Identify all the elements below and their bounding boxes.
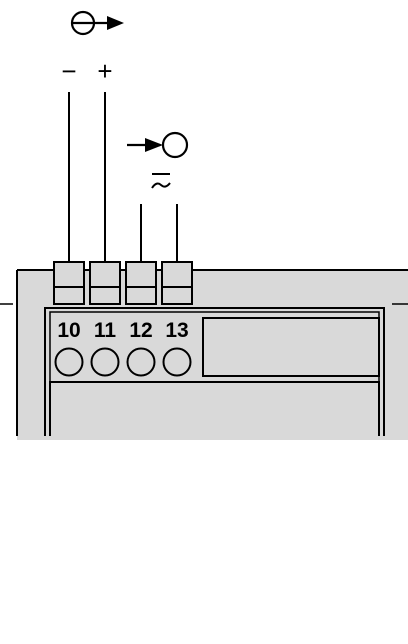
- wires: [68, 92, 178, 263]
- output-signal-icon: [70, 10, 124, 36]
- terminal-label-13: 13: [165, 319, 188, 342]
- screw-terminal-12: [126, 347, 156, 377]
- plus-label: +: [97, 56, 112, 86]
- terminal-block-12: [125, 261, 157, 305]
- terminal-block-13: [161, 261, 193, 305]
- terminal-blocks: [53, 261, 193, 305]
- screw-terminal-11: [90, 347, 120, 377]
- terminal-label-12: 12: [129, 319, 152, 342]
- terminal-label-10: 10: [57, 319, 80, 342]
- screw-terminal-10: [54, 347, 84, 377]
- ac-dc-symbol-icon: [151, 173, 171, 189]
- terminal-label-11: 11: [94, 319, 117, 342]
- terminal-block-10: [53, 261, 85, 305]
- terminal-block-11: [89, 261, 121, 305]
- terminal-screws: [54, 347, 192, 377]
- screw-terminal-13: [162, 347, 192, 377]
- minus-label: −: [61, 56, 76, 86]
- input-signal-icon: [127, 131, 189, 159]
